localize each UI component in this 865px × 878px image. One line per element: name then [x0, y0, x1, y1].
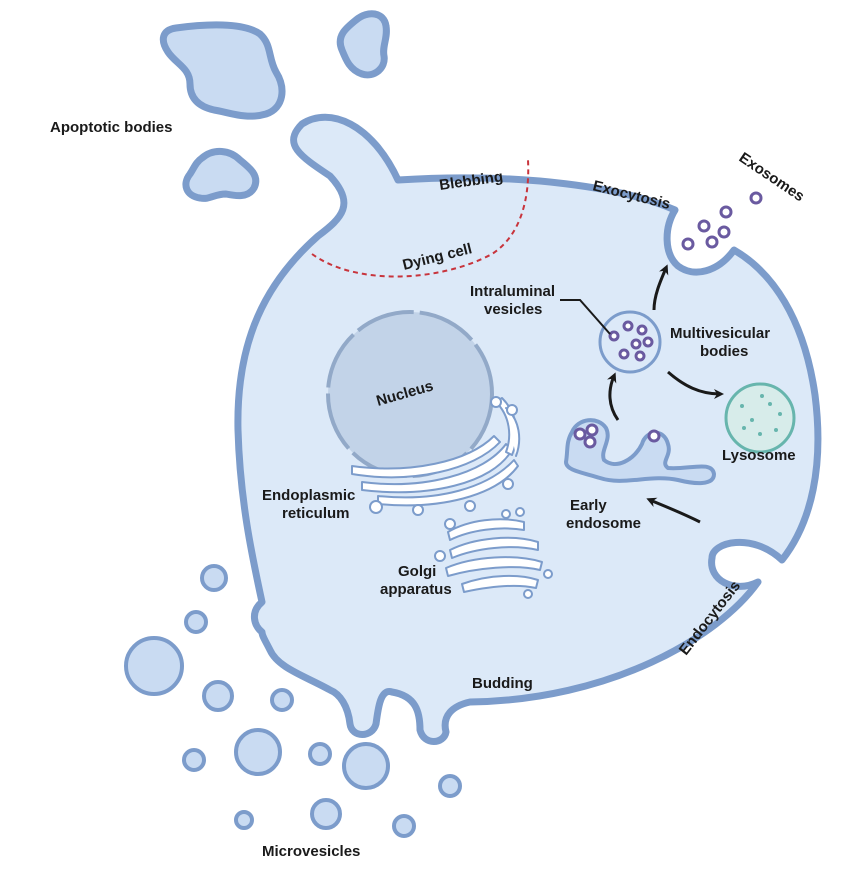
intraluminal-vesicles-leader	[560, 299, 611, 335]
lysosome-particles	[740, 394, 782, 436]
arrow-to-early-endosome	[646, 497, 701, 524]
pathway-arrows	[607, 264, 724, 524]
label-intraluminal-vesicles-1: Intraluminal	[470, 283, 555, 300]
arrow-to-lysosome	[667, 370, 724, 399]
label-apoptotic-bodies: Apoptotic bodies	[50, 119, 173, 136]
label-golgi-apparatus-1: Golgi	[398, 563, 436, 580]
golgi-apparatus	[434, 507, 553, 599]
arrow-to-multivesicular-body	[607, 372, 620, 421]
cell-membrane	[234, 113, 822, 745]
label-early-endosome-2: endosome	[566, 515, 641, 532]
label-multivesicular-bodies-1: Multivesicular	[670, 325, 770, 342]
apoptotic-body	[159, 21, 286, 120]
label-budding: Budding	[472, 675, 533, 692]
early-endosome-vesicles	[573, 423, 661, 449]
early-endosome	[564, 418, 716, 486]
apoptotic-bodies	[159, 10, 390, 202]
label-lysosome: Lysosome	[722, 447, 796, 464]
label-endoplasmic-reticulum-1: Endoplasmic	[262, 487, 355, 504]
exosomes	[681, 191, 763, 251]
label-exosomes: Exosomes	[736, 149, 808, 205]
microvesicles	[124, 564, 462, 838]
dying-cell-boundary	[311, 159, 530, 278]
apoptotic-body	[182, 148, 260, 202]
arrow-to-exocytosis	[652, 264, 669, 311]
intraluminal-vesicles	[608, 320, 654, 362]
label-golgi-apparatus-2: apparatus	[380, 581, 452, 598]
lysosome	[724, 382, 796, 454]
label-endoplasmic-reticulum-2: reticulum	[282, 505, 350, 522]
nucleus	[326, 310, 494, 478]
endoplasmic-reticulum	[351, 396, 521, 516]
label-intraluminal-vesicles-2: vesicles	[484, 301, 542, 318]
label-multivesicular-bodies-2: bodies	[700, 343, 748, 360]
label-microvesicles: Microvesicles	[262, 843, 360, 860]
apoptotic-body	[336, 10, 390, 79]
label-early-endosome-1: Early	[570, 497, 607, 514]
